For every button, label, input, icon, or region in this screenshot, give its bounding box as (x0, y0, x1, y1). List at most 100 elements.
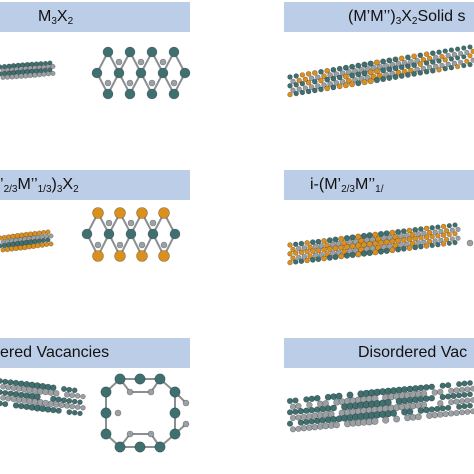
disordered-vacancies-slab-view (286, 380, 474, 433)
atom (455, 226, 461, 232)
ordered-vacancies-top-view (100, 373, 190, 453)
atom (428, 383, 435, 390)
inner-m-atom (81, 228, 93, 240)
atom (383, 239, 390, 246)
atom (417, 384, 425, 392)
atom (287, 91, 293, 98)
atom (373, 76, 381, 84)
atom (71, 398, 78, 405)
atom (41, 238, 47, 244)
atom (309, 239, 316, 246)
atom (404, 72, 411, 78)
atom (372, 249, 379, 256)
atom (47, 389, 55, 396)
atom (10, 384, 17, 392)
atom (461, 391, 468, 398)
atom (443, 236, 450, 243)
atom (436, 67, 442, 73)
atom (304, 248, 310, 255)
atom (45, 71, 51, 77)
atom (423, 225, 430, 232)
atom (48, 233, 54, 239)
atom (420, 65, 427, 72)
x-atom (159, 58, 167, 66)
atom (47, 400, 55, 408)
atom (395, 228, 402, 235)
atom (446, 223, 452, 229)
atom (297, 419, 305, 426)
atom (395, 237, 402, 244)
outer-m-atom (114, 250, 126, 262)
atom (311, 87, 318, 94)
atom (293, 241, 299, 248)
atom (1, 234, 8, 241)
label-disordered-vacancies: Disordered Vac (358, 344, 468, 361)
x-atom (116, 241, 124, 249)
atom (407, 67, 414, 74)
atom (298, 249, 305, 256)
atom (321, 82, 327, 88)
x-atom (182, 420, 190, 428)
atom (423, 234, 430, 240)
atom (13, 73, 20, 80)
atom (367, 60, 374, 67)
atom (470, 48, 474, 54)
x-atom (147, 430, 155, 438)
atom (330, 404, 337, 412)
atom (44, 242, 50, 248)
m-atom (157, 67, 169, 79)
banner-i-mxene: i-(M’2/3M’’1/ (284, 170, 474, 200)
atom (319, 405, 327, 413)
m-atom (134, 441, 146, 453)
m-atom (146, 88, 158, 100)
atom (404, 63, 411, 69)
inner-m-atom (147, 228, 159, 240)
outer-m-atom (114, 207, 126, 219)
atom (442, 411, 449, 418)
atom (389, 70, 396, 77)
atom (318, 77, 324, 84)
atom (313, 394, 321, 402)
atom (426, 412, 433, 420)
atom (455, 46, 461, 52)
atom (417, 52, 424, 59)
atom (318, 69, 324, 75)
atom (390, 409, 398, 417)
atom (464, 49, 470, 56)
atom (305, 71, 312, 77)
atom (47, 60, 53, 66)
atom (386, 66, 393, 73)
atom (296, 77, 302, 84)
atom (290, 78, 296, 85)
atom (426, 55, 433, 62)
atom (0, 378, 3, 384)
atom (428, 406, 435, 413)
atom (393, 415, 401, 423)
atom (470, 397, 474, 403)
atom (39, 242, 45, 248)
atom (461, 62, 467, 69)
atom (380, 58, 387, 65)
atom (448, 47, 455, 53)
atom (295, 425, 302, 432)
atom (435, 233, 441, 239)
atom (415, 231, 422, 238)
atom (442, 48, 448, 54)
atom (446, 240, 452, 246)
inner-m-atom (125, 228, 137, 240)
atom (308, 418, 315, 425)
atom (298, 240, 305, 247)
m-atom (124, 46, 136, 58)
atom (309, 256, 316, 263)
x-atom (126, 430, 134, 438)
atom (440, 241, 447, 247)
atom (437, 400, 444, 407)
atom (470, 408, 474, 415)
atom (53, 390, 60, 397)
atom (69, 392, 76, 399)
atom (292, 408, 299, 415)
atom (421, 230, 427, 237)
atom (299, 72, 306, 78)
atom (401, 59, 408, 66)
